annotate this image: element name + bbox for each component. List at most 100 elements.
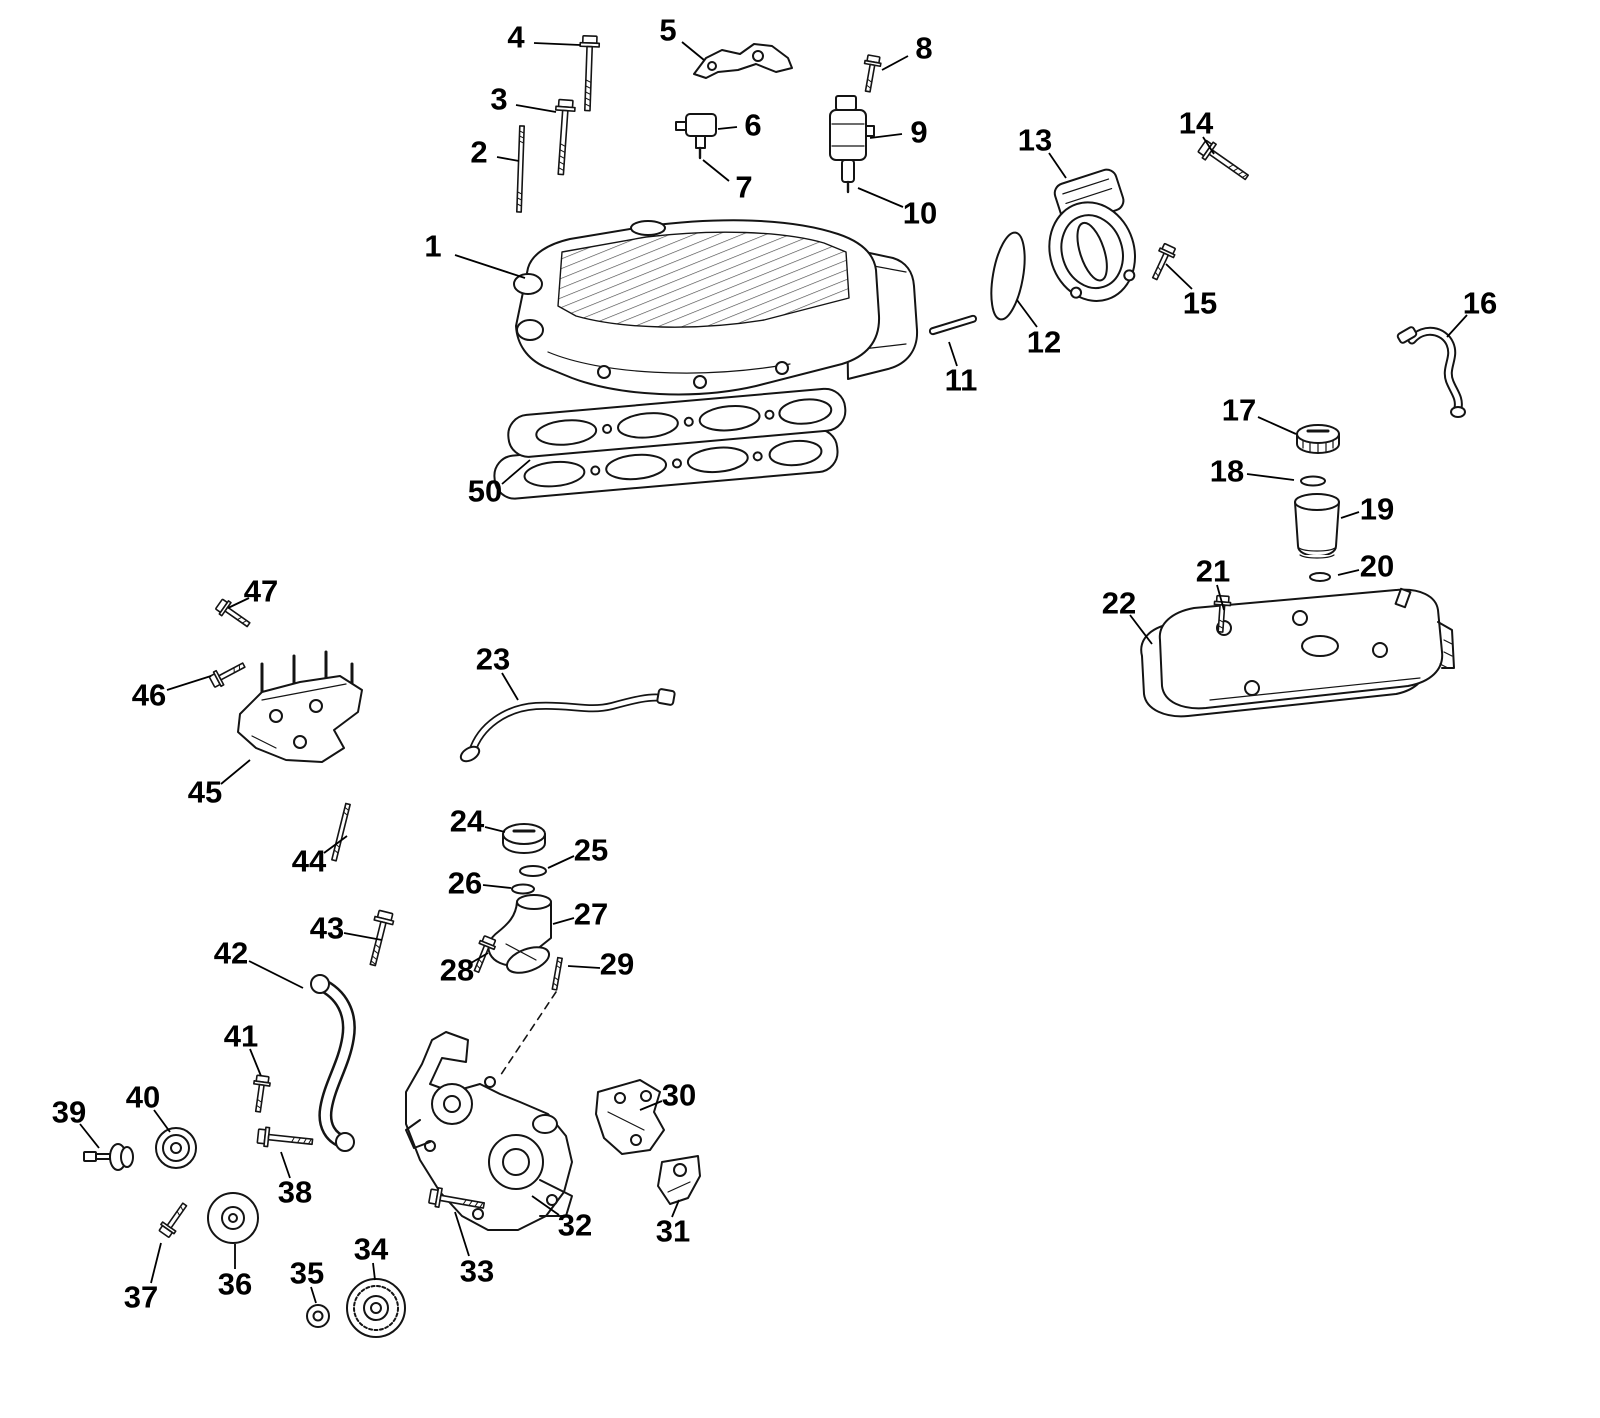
callout-leader-line (1340, 511, 1360, 519)
stud-2 (515, 124, 526, 214)
callout-34: 34 (354, 1232, 389, 1281)
map-sensor-drawing (675, 113, 717, 160)
small-bracket-drawing (657, 1155, 701, 1205)
callout-number: 39 (52, 1095, 86, 1130)
callout-40: 40 (126, 1080, 171, 1133)
callout-leader-line (552, 917, 575, 925)
roller-bolt-drawing (83, 1143, 134, 1171)
callout-leader-line (323, 835, 348, 854)
callout-number: 30 (662, 1078, 696, 1113)
callout-leader-line (1165, 263, 1193, 290)
bracket-arm-drawing (310, 974, 356, 1152)
callout-36: 36 (218, 1244, 252, 1302)
callout-leader-line (227, 597, 250, 609)
callout-45: 45 (188, 759, 251, 810)
callout-number: 42 (214, 936, 248, 971)
callout-leader-line (454, 1211, 470, 1257)
seal-25-drawing (519, 865, 547, 877)
callout-leader-line (869, 133, 903, 139)
callout-number: 13 (1018, 123, 1052, 158)
idler-40-drawing (155, 1127, 197, 1169)
callout-leader-line (501, 672, 519, 701)
callout-44: 44 (292, 835, 348, 879)
plate-drawing (595, 1079, 665, 1155)
tube-oring-drawing (1309, 572, 1331, 582)
callout-leader-line (220, 759, 251, 785)
callout-leader-line (881, 55, 909, 71)
callout-2: 2 (470, 135, 520, 170)
callout-leader-line (1202, 136, 1215, 155)
callout-22: 22 (1102, 586, 1153, 645)
callout-39: 39 (52, 1095, 100, 1149)
callout-11: 11 (945, 341, 977, 398)
callout-number: 23 (476, 642, 510, 677)
seal-26-drawing (511, 883, 535, 895)
callout-number: 15 (1183, 286, 1217, 321)
callout-number: 9 (910, 115, 927, 150)
callout-number: 50 (468, 474, 502, 509)
callout-number: 32 (558, 1208, 592, 1243)
callout-31: 31 (656, 1199, 690, 1249)
callout-43: 43 (310, 911, 383, 946)
callout-15: 15 (1165, 263, 1217, 321)
callout-leader-line (515, 104, 557, 113)
callout-number: 31 (656, 1214, 690, 1249)
callout-leader-line (671, 1199, 680, 1218)
callout-number: 24 (450, 804, 485, 839)
stud-44 (330, 802, 352, 862)
callout-number: 41 (224, 1019, 258, 1054)
callout-21: 21 (1196, 554, 1230, 611)
throttle-body-drawing (1048, 168, 1136, 302)
callout-1: 1 (424, 229, 526, 279)
callout-leader-line (567, 965, 601, 969)
callout-10: 10 (857, 187, 937, 231)
bolt-38 (256, 1125, 315, 1153)
callout-leader-line (166, 675, 212, 691)
bolt-37 (156, 1198, 193, 1240)
bolt-15 (1146, 241, 1179, 284)
callout-leader-line (501, 459, 531, 485)
bolt-41 (249, 1073, 272, 1114)
small-cap-drawing (502, 823, 546, 854)
bolt-8 (858, 53, 883, 94)
bolt-3 (550, 98, 577, 177)
front-cover-drawing (405, 1031, 573, 1231)
callout-50: 50 (468, 459, 531, 509)
callout-18: 18 (1210, 454, 1295, 489)
assembly-dash-line (499, 991, 557, 1077)
callout-9: 9 (869, 115, 928, 150)
callout-leader-line (1446, 314, 1468, 338)
callout-20: 20 (1337, 549, 1394, 584)
callout-leader-line (454, 254, 526, 279)
callout-number: 47 (244, 574, 278, 609)
callout-number: 33 (460, 1254, 494, 1289)
callout-leader-line (470, 952, 489, 964)
callout-23: 23 (476, 642, 519, 701)
callout-number: 43 (310, 911, 344, 946)
callout-42: 42 (214, 936, 304, 989)
callout-leader-line (533, 42, 581, 46)
callout-leader-line (310, 1286, 317, 1304)
callout-29: 29 (567, 947, 634, 982)
mount-bracket-drawing (237, 650, 363, 763)
gasket-pair-drawing (493, 387, 847, 500)
callout-28: 28 (440, 952, 489, 988)
callout-4: 4 (507, 20, 581, 55)
callout-number: 38 (278, 1175, 312, 1210)
callout-7: 7 (702, 159, 753, 205)
callout-leader-line (343, 932, 383, 941)
callout-number: 22 (1102, 586, 1136, 621)
callout-number: 16 (1463, 286, 1497, 321)
callout-leader-line (948, 341, 958, 367)
callout-number: 5 (659, 13, 676, 48)
callout-number: 44 (292, 844, 327, 879)
callout-number: 26 (448, 866, 482, 901)
callout-leader-line (1016, 299, 1038, 328)
callout-number: 19 (1360, 492, 1394, 527)
filler-tube-drawing (1294, 493, 1340, 559)
callout-number: 1 (424, 229, 441, 264)
callout-leader-line (1216, 584, 1225, 611)
callout-leader-line (1129, 614, 1153, 645)
callout-leader-line (484, 826, 506, 833)
callout-46: 46 (132, 675, 212, 713)
